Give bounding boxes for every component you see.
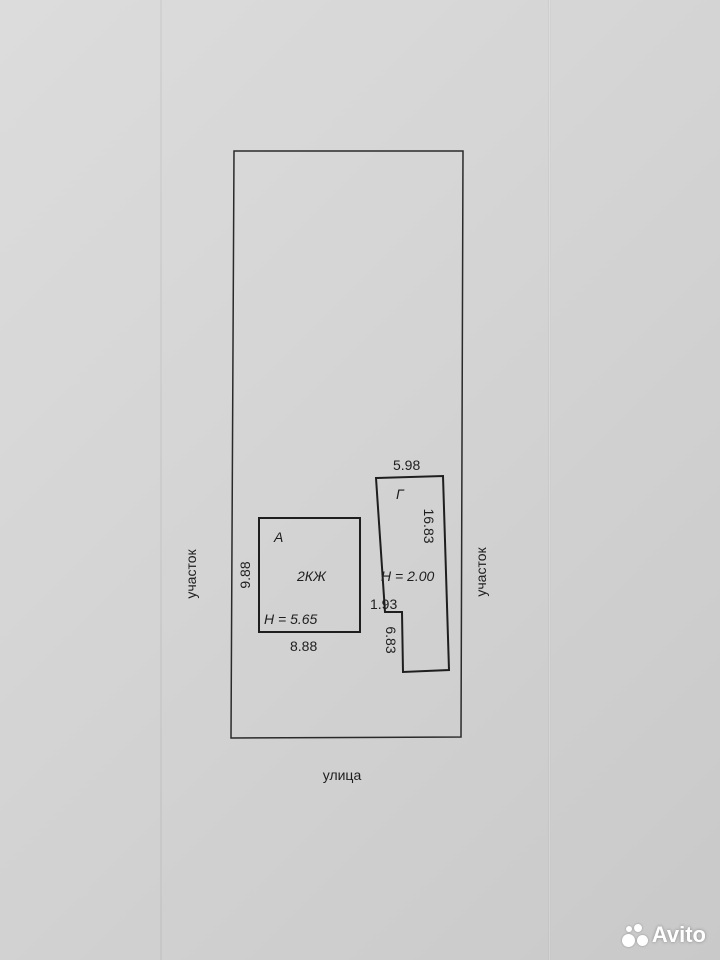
plot-boundary [230, 150, 464, 739]
avito-logo-icon [621, 923, 648, 947]
building-a-width-dim: 8.88 [290, 638, 317, 654]
street-label: улица [323, 767, 362, 783]
building-a-outline [258, 517, 361, 633]
building-g-step-dim: 1.93 [370, 596, 397, 612]
avito-brand-text: Avito [651, 922, 706, 947]
paper-crease [160, 0, 162, 960]
building-g-outline [374, 474, 451, 674]
building-a-depth-dim: 9.88 [237, 561, 253, 588]
building-g-lower-dim: 6.83 [383, 626, 399, 653]
right-neighbor-label: участок [473, 547, 489, 597]
avito-watermark: Avito [621, 922, 706, 948]
building-g-letter: Г [396, 486, 405, 502]
building-a-height: H = 5.65 [264, 611, 318, 627]
building-g-right-dim: 16.83 [421, 508, 437, 543]
building-g-height: H = 2.00 [381, 568, 435, 584]
building-a-type: 2КЖ [296, 568, 327, 584]
left-neighbor-label: участок [183, 549, 199, 599]
building-g-top-dim: 5.98 [393, 457, 420, 473]
paper-fold [548, 0, 551, 960]
building-a-letter: А [273, 529, 283, 545]
